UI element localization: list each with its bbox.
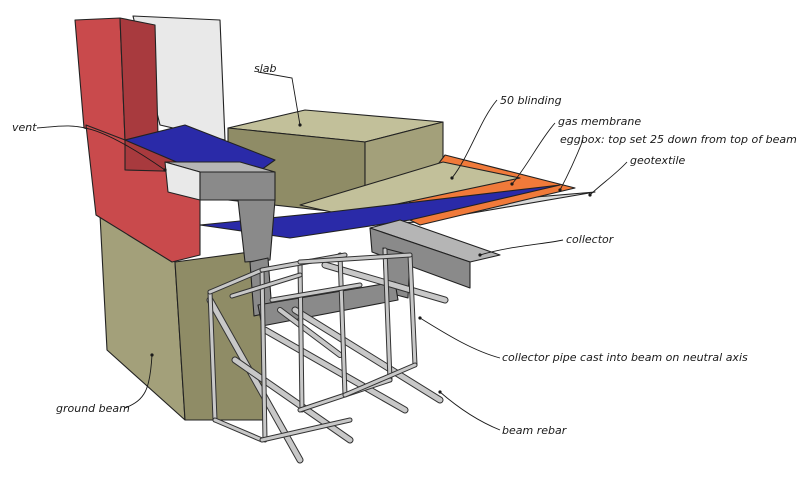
rebar-link-vertical-4 xyxy=(338,253,347,397)
gas-membrane-label: gas membrane xyxy=(558,115,641,128)
rebar-longitudinal-4 xyxy=(292,307,443,403)
label-eggbox: eggbox: top set 25 down from top of beam xyxy=(558,133,797,192)
ground-beam-label: ground beam xyxy=(56,402,130,415)
gas-membrane-layer xyxy=(199,184,561,239)
label-collector: collector xyxy=(478,233,615,257)
beam-rebar-label: beam rebar xyxy=(502,424,568,437)
label-blinding: 50 blinding xyxy=(450,94,562,180)
label-gas-membrane: gas membrane xyxy=(510,115,641,186)
rebar-link-vertical-1 xyxy=(208,290,217,422)
rebar-longitudinal-3 xyxy=(262,327,408,413)
rebar-link-top-3 xyxy=(298,253,412,264)
eggbox-label: eggbox: top set 25 down from top of beam xyxy=(560,133,797,146)
blinding-label: 50 blinding xyxy=(500,94,562,107)
rebar-link-top-1 xyxy=(208,268,264,294)
label-geotextile: geotextile xyxy=(588,154,685,197)
rebar-link-vertical-5 xyxy=(383,248,392,382)
vent-label: vent xyxy=(12,121,37,134)
collector-duct-face xyxy=(369,227,471,289)
collector-label: collector xyxy=(566,233,615,246)
rebar-link-top-5 xyxy=(270,283,362,302)
rebar-link-vertical-6 xyxy=(408,253,417,367)
label-slab: slab xyxy=(254,62,302,127)
collector-pipe-label: collector pipe cast into beam on neutral… xyxy=(502,351,748,364)
rebar-link-bottom-1 xyxy=(213,418,264,442)
vent-assembly xyxy=(164,161,276,263)
label-beam-rebar: beam rebar xyxy=(438,390,568,437)
vent-duct-side xyxy=(199,171,276,201)
brick-outer-leaf-front xyxy=(74,17,126,141)
rebar-link-vertical-2 xyxy=(260,268,267,442)
label-collector-pipe: collector pipe cast into beam on neutral… xyxy=(418,316,748,364)
rebar-cage xyxy=(206,247,449,464)
rebar-link-bottom-2 xyxy=(260,418,352,442)
slab-label: slab xyxy=(254,62,277,75)
vent-riser xyxy=(237,199,276,263)
brick-outer-leaf-side xyxy=(119,17,159,141)
label-ground-beam: ground beam xyxy=(56,353,154,415)
floor-buildup xyxy=(199,154,596,239)
rebar-link-vertical-3 xyxy=(298,260,304,412)
rebar-link-bottom-4 xyxy=(343,363,417,397)
geotextile-label: geotextile xyxy=(630,154,685,167)
rebar-longitudinal-6 xyxy=(278,308,342,357)
rebar-link-top-4 xyxy=(230,273,302,298)
label-vent: vent xyxy=(12,121,167,172)
annotations: slab vent 50 blinding gas membrane eggbo… xyxy=(12,62,797,437)
